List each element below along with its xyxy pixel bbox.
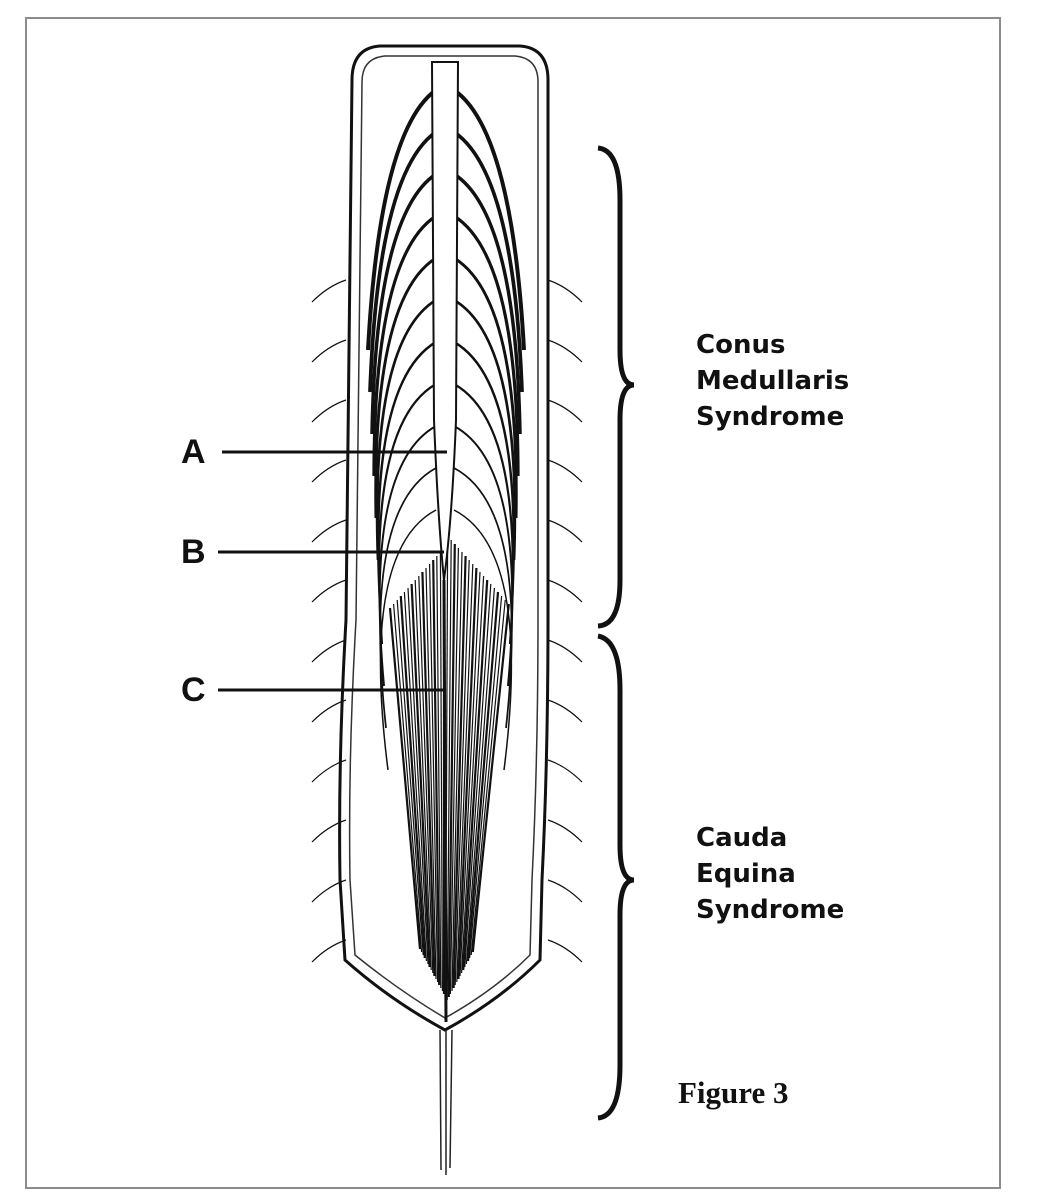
cauda-fiber [418, 575, 434, 974]
cauda-fiber [459, 571, 481, 977]
nerve-root-left [368, 130, 438, 393]
nerve-roots [366, 88, 526, 771]
nerve-root-left [379, 509, 437, 771]
root-stub [311, 759, 347, 783]
cauda-fiber [469, 595, 503, 959]
cauda-line-2: Equina [696, 859, 796, 889]
conus-line-2: Medullaris [696, 366, 850, 396]
terminal-filament-tail [439, 1029, 453, 1175]
label-b: B [181, 533, 206, 571]
cauda-fiber [396, 599, 424, 956]
cauda-bracket [597, 633, 635, 1121]
cauda-fiber [421, 571, 436, 977]
nerve-root-right [452, 88, 526, 351]
root-stub [547, 459, 583, 483]
root-stub [311, 579, 347, 603]
conus-line-1: Conus [696, 330, 786, 360]
root-stub [311, 459, 347, 483]
root-stub [547, 759, 583, 783]
root-stub [547, 819, 583, 843]
nerve-root-left [372, 214, 437, 477]
root-stub [547, 519, 583, 543]
cauda-fiber [410, 583, 431, 968]
cauda-fiber [436, 555, 442, 989]
root-stub [311, 819, 347, 843]
cauda-fiber [449, 547, 459, 995]
cauda-fiber [447, 543, 456, 998]
cauda-fiber [432, 559, 441, 986]
conus-bracket [597, 145, 635, 629]
root-stub [311, 339, 347, 363]
figure-caption: Figure 3 [678, 1075, 789, 1110]
cauda-fiber [470, 599, 506, 956]
nerve-root-right [452, 130, 524, 393]
cauda-fiber [464, 583, 492, 968]
cauda-fiber [461, 575, 485, 974]
root-stub [547, 279, 583, 303]
nerve-root-right [453, 214, 520, 477]
label-c: C [181, 671, 206, 709]
nerve-root-right [453, 172, 522, 435]
root-stub [547, 579, 583, 603]
root-stub [547, 639, 583, 663]
cauda-fiber [439, 551, 443, 992]
cauda-equina-label: Cauda Equina Syndrome [696, 820, 844, 928]
nerve-root-right [453, 256, 518, 519]
cauda-fiber [465, 587, 495, 965]
nerve-root-right [453, 467, 513, 729]
nerve-root-left [370, 172, 437, 435]
cauda-fiber [456, 563, 474, 983]
root-stub [311, 699, 347, 723]
root-stub [547, 939, 583, 963]
root-stub [311, 879, 347, 903]
cauda-fiber [399, 595, 426, 959]
cauda-fiber [466, 591, 500, 962]
cauda-fiber [407, 587, 429, 965]
conus-medullaris-label: Conus Medullaris Syndrome [696, 327, 849, 435]
cauda-fiber [425, 567, 437, 980]
cauda-fiber [454, 559, 470, 986]
nerve-root-left [374, 256, 437, 519]
conus-line-3: Syndrome [696, 402, 845, 432]
root-stub [311, 279, 347, 303]
cauda-line-3: Syndrome [696, 895, 845, 925]
root-stub [311, 639, 347, 663]
root-stub [311, 399, 347, 423]
cauda-fiber [457, 567, 478, 980]
root-stub [547, 339, 583, 363]
root-stub [311, 519, 347, 543]
cauda-line-1: Cauda [696, 823, 788, 853]
root-stub [311, 939, 347, 963]
cauda-fiber [388, 607, 422, 950]
cauda-fiber [414, 579, 432, 971]
filum-terminale [442, 579, 448, 1023]
nerve-root-left [366, 88, 438, 351]
root-stub [547, 399, 583, 423]
cauda-fiber [446, 539, 452, 1001]
label-a: A [181, 433, 206, 471]
nerve-root-right [453, 509, 513, 771]
cauda-fiber [403, 591, 427, 962]
cauda-fibers [311, 279, 583, 1001]
cauda-fiber [462, 579, 489, 971]
cauda-fiber [429, 563, 439, 983]
root-stub [547, 699, 583, 723]
nerve-root-right [453, 298, 517, 561]
cauda-fiber [393, 603, 423, 953]
cauda-fiber [471, 603, 510, 953]
nerve-root-left [375, 298, 437, 561]
cauda-fiber [451, 551, 463, 992]
cauda-fiber [452, 555, 467, 989]
root-stub [547, 879, 583, 903]
